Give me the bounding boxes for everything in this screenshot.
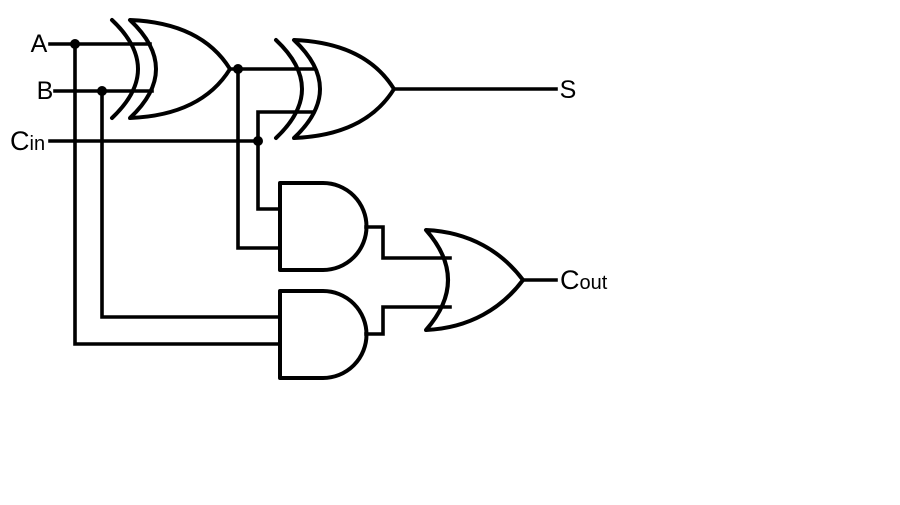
xor1-back-arc xyxy=(110,18,140,120)
wire-and1-to-or xyxy=(364,225,452,260)
cout-sub: out xyxy=(580,272,608,294)
or-gate xyxy=(424,228,525,332)
junction-dot-cin xyxy=(253,136,263,146)
junction-dot-xor1 xyxy=(233,64,243,74)
cin-cap: C xyxy=(10,126,30,156)
xor1-body xyxy=(128,18,232,120)
output-label-s: S xyxy=(560,76,577,104)
gates-group xyxy=(110,18,525,380)
input-label-a: A xyxy=(31,30,48,58)
and-gate-1 xyxy=(278,181,369,272)
junction-dot-b xyxy=(97,86,107,96)
input-label-b: B xyxy=(37,77,54,105)
xor-gate-1 xyxy=(110,18,232,120)
wires-group xyxy=(48,42,558,346)
wire-cin-branch-to-and1 xyxy=(256,139,282,211)
input-label-cin: Cin xyxy=(10,126,45,156)
wire-and2-to-or xyxy=(364,305,452,336)
wire-a-branch-to-and2 xyxy=(73,42,282,346)
wire-b-branch-to-and2 xyxy=(100,89,282,319)
output-label-cout: Cout xyxy=(560,265,608,295)
cin-sub: in xyxy=(30,133,46,155)
and-gate-2 xyxy=(278,289,369,380)
wire-xor1-branch-to-and1 xyxy=(236,67,282,250)
junctions-group xyxy=(70,39,263,146)
labels-group: A B Cin S Cout xyxy=(10,30,608,295)
junction-dot-a xyxy=(70,39,80,49)
xor-gate-2 xyxy=(274,38,396,140)
xor2-back-arc xyxy=(274,38,304,140)
cout-cap: C xyxy=(560,265,580,295)
xor2-body xyxy=(292,38,396,140)
